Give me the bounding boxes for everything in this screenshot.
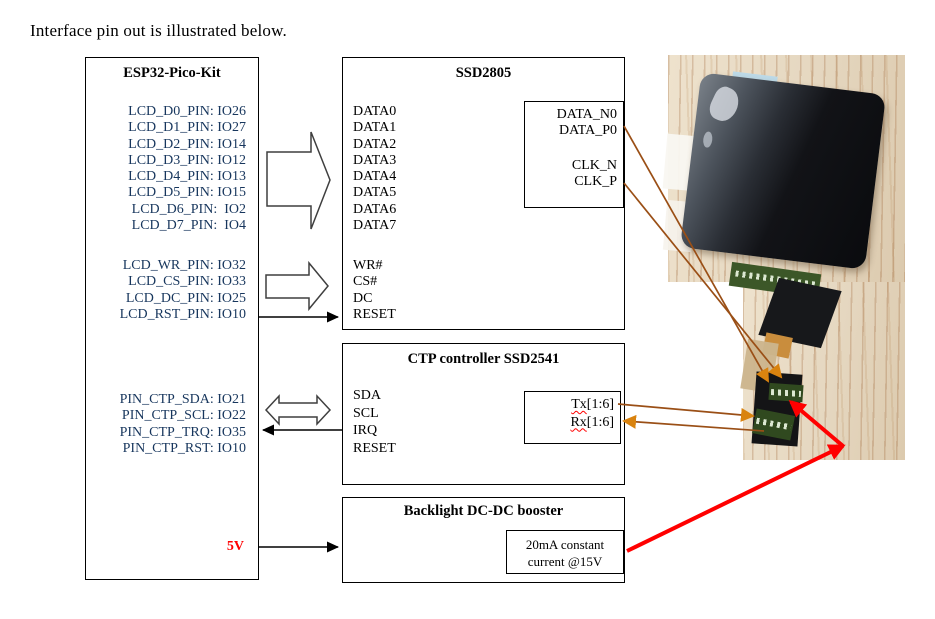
touch-channels: Tx[1:6] Rx[1:6] <box>570 396 614 431</box>
pin-label: RESET <box>353 306 396 322</box>
pin-label: LCD_D2_PIN: IO14 <box>128 136 246 152</box>
i2c-double-block-arrow <box>264 394 332 426</box>
rx-channel-label: Rx[1:6] <box>570 414 614 430</box>
esp32-ctp-pins: PIN_CTP_SDA: IO21 PIN_CTP_SCL: IO22 PIN_… <box>120 392 246 457</box>
pin-label: DATA5 <box>353 185 397 201</box>
pin-label: DATA6 <box>353 201 397 217</box>
screen-reflection <box>705 83 744 126</box>
pin-label: DATA1 <box>353 120 397 136</box>
pin-label: CS# <box>353 274 378 290</box>
backlight-note: 20mA constant current @15V <box>525 537 605 569</box>
esp32-lcd-data-pins: LCD_D0_PIN: IO26 LCD_D1_PIN: IO27 LCD_D2… <box>128 104 246 234</box>
pin-label: SDA <box>353 388 382 403</box>
pin-label: LCD_D4_PIN: IO13 <box>128 169 246 185</box>
pin-label: DATA4 <box>353 169 397 185</box>
pin-label: LCD_DC_PIN: IO25 <box>125 290 246 306</box>
tx-channel-label: Tx[1:6] <box>571 397 614 412</box>
esp32-title: ESP32-Pico-Kit <box>123 65 221 81</box>
mipi-signals-box: DATA_N0 DATA_P0 CLK_N CLK_P <box>524 101 624 208</box>
pin-label: SCL <box>353 405 379 421</box>
pin-label: LCD_CS_PIN: IO33 <box>128 274 246 290</box>
backlight-note-box: 20mA constant current @15V <box>506 530 624 574</box>
mipi-connector-board <box>768 382 804 403</box>
ctp-controller-box: CTP controller SSD2541 SDA SCL IRQ RESET… <box>342 343 625 485</box>
ssd2805-data-pins: DATA0 DATA1 DATA2 DATA3 DATA4 DATA5 DATA… <box>353 104 396 234</box>
pin-label: LCD_D6_PIN: IO2 <box>131 201 246 217</box>
pin-label: PIN_CTP_SCL: IO22 <box>121 408 246 424</box>
ssd2805-title: SSD2805 <box>455 65 512 81</box>
backlight-annotation-line-1 <box>626 444 846 553</box>
pin-label: PIN_CTP_SDA: IO21 <box>119 392 246 407</box>
pin-label: DC <box>353 290 373 306</box>
ctp-pins: SDA SCL IRQ RESET <box>353 387 396 457</box>
screen-reflection <box>702 131 714 149</box>
pin-label: DATA7 <box>353 218 397 234</box>
mipi-data-pins: DATA_N0 DATA_P0 <box>557 107 617 140</box>
ctrl-bus-block-arrow <box>265 260 329 312</box>
ctp-title: CTP controller SSD2541 <box>407 351 560 367</box>
connector-pins <box>770 388 802 397</box>
touch-channels-box: Tx[1:6] Rx[1:6] <box>524 391 621 444</box>
pin-label: WR# <box>353 258 383 273</box>
data-bus-block-arrow <box>266 131 331 230</box>
pin-label: LCD_D3_PIN: IO12 <box>128 152 246 168</box>
connector-pins <box>756 417 792 430</box>
esp32-lcd-ctrl-pins: LCD_WR_PIN: IO32 LCD_CS_PIN: IO33 LCD_DC… <box>120 258 246 323</box>
pin-label: PIN_CTP_TRQ: IO35 <box>119 424 246 440</box>
mipi-clk-pins: CLK_N CLK_P <box>572 158 617 191</box>
backlight-box: Backlight DC-DC booster 20mA constant cu… <box>342 497 625 583</box>
pin-label: LCD_WR_PIN: IO32 <box>122 258 246 273</box>
pin-label: LCD_RST_PIN: IO10 <box>119 306 246 322</box>
pin-label: LCD_D0_PIN: IO26 <box>128 104 246 119</box>
pin-label: CLK_N <box>571 158 617 173</box>
pin-label: LCD_D5_PIN: IO15 <box>128 185 246 201</box>
pin-label: DATA_P0 <box>559 123 617 139</box>
page-heading: Interface pin out is illustrated below. <box>30 21 287 40</box>
pin-label: LCD_D1_PIN: IO27 <box>128 120 246 136</box>
pin-label: DATA3 <box>353 152 397 168</box>
lcd-module-photo <box>662 55 905 460</box>
ssd2805-ctrl-pins: WR# CS# DC RESET <box>353 258 396 323</box>
pin-label: IRQ <box>353 423 378 439</box>
power-5v-label: 5V <box>226 539 244 554</box>
pin-label: DATA0 <box>353 104 397 119</box>
pin-label: PIN_CTP_RST: IO10 <box>122 440 246 456</box>
pin-label: RESET <box>353 440 396 456</box>
pin-label: DATA2 <box>353 136 397 152</box>
pin-label: DATA_N0 <box>556 107 617 122</box>
lcd-screen <box>679 72 887 270</box>
pin-label: CLK_P <box>574 174 617 190</box>
pin-label: LCD_D7_PIN: IO4 <box>131 218 246 234</box>
esp32-box: ESP32-Pico-Kit LCD_D0_PIN: IO26 LCD_D1_P… <box>85 57 259 580</box>
backlight-title: Backlight DC-DC booster <box>403 503 564 519</box>
ssd2805-box: SSD2805 DATA0 DATA1 DATA2 DATA3 DATA4 DA… <box>342 57 625 330</box>
